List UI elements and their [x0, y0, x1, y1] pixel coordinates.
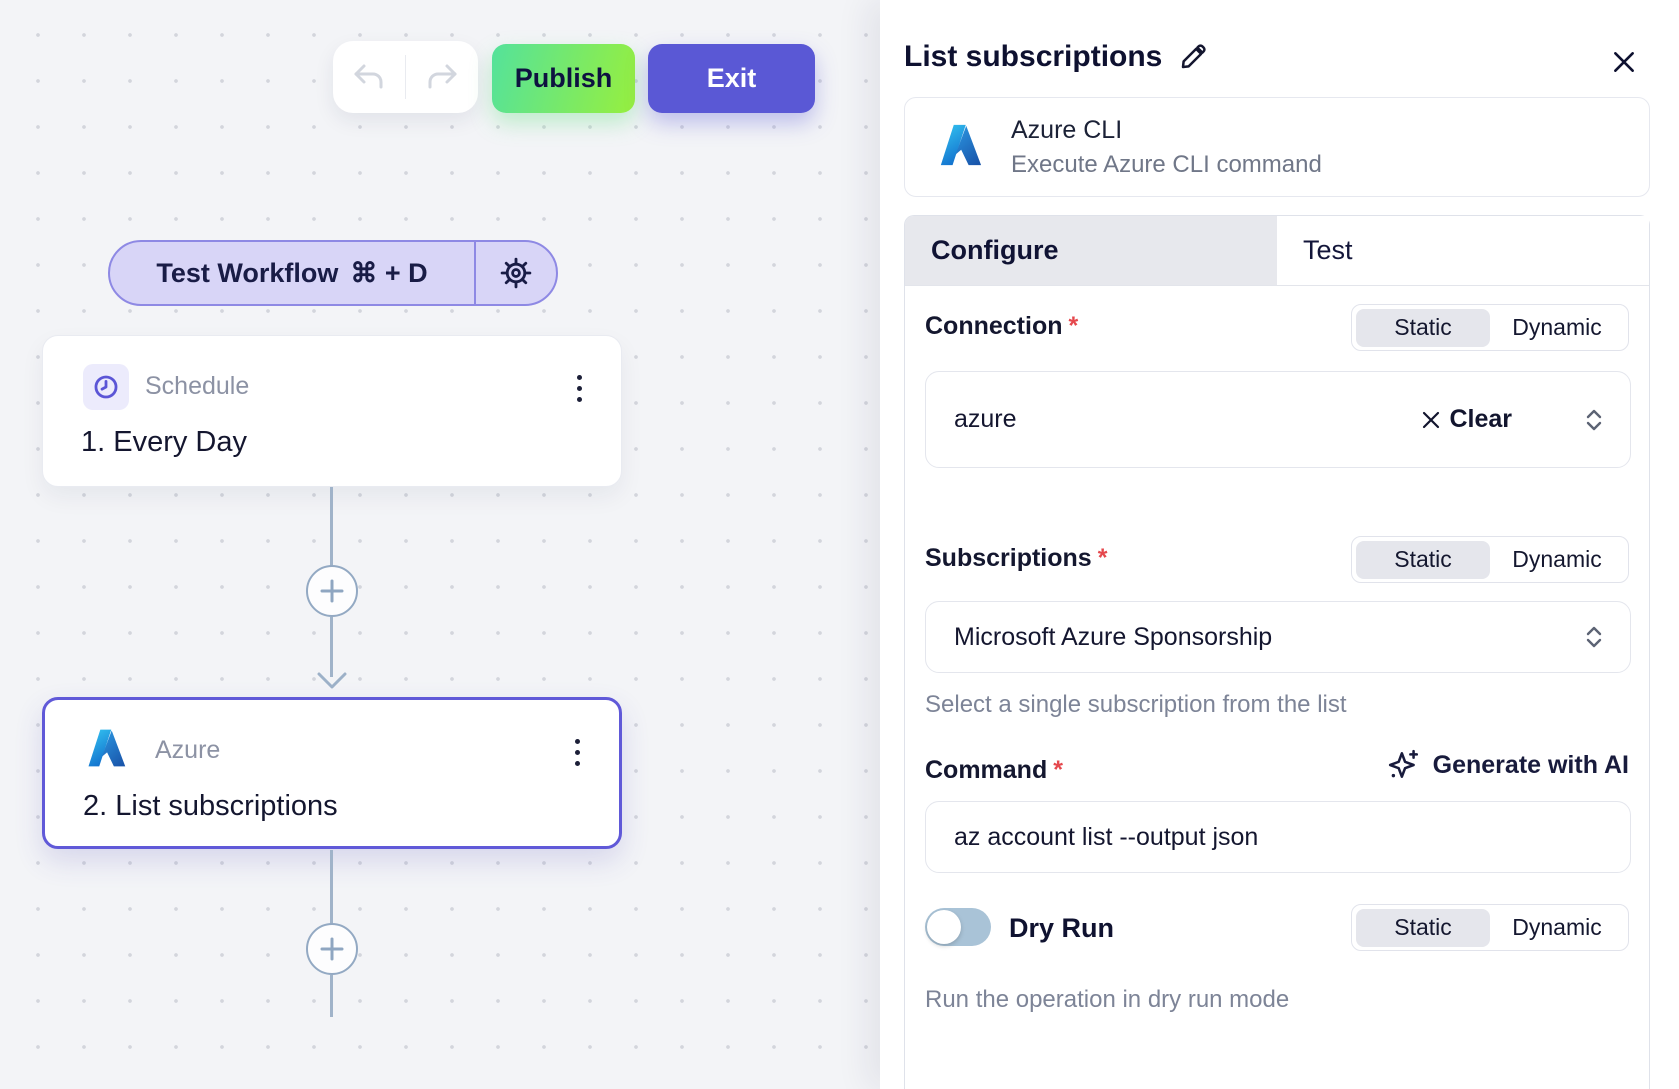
arrow-down-icon — [317, 672, 347, 689]
tab-configure[interactable]: Configure — [905, 216, 1277, 285]
app-name: Azure CLI — [1011, 115, 1123, 144]
undo-redo-group — [333, 41, 478, 113]
toolbar-divider — [405, 55, 406, 99]
publish-button[interactable]: Publish — [492, 44, 635, 113]
azure-logo — [83, 726, 131, 770]
chevron-up-down-icon — [1586, 626, 1602, 648]
node-app-name: Schedule — [145, 372, 250, 400]
app-card: Azure CLI Execute Azure CLI command — [904, 97, 1650, 197]
ai-sparkle-icon — [1388, 749, 1418, 778]
add-step-button[interactable] — [306, 923, 358, 975]
plus-icon — [320, 937, 344, 961]
test-workflow-pill: Test Workflow ⌘ + D — [108, 240, 558, 306]
command-value: az account list --output json — [954, 822, 1259, 851]
toggle-knob — [927, 910, 961, 944]
clear-connection-button[interactable]: Clear — [1421, 405, 1512, 434]
step-settings-panel: List subscriptions — [880, 0, 1679, 1089]
tab-test[interactable]: Test — [1277, 216, 1649, 285]
undo-button[interactable] — [333, 41, 405, 113]
connection-mode-toggle: Static Dynamic — [1351, 304, 1629, 351]
connection-value: azure — [954, 405, 1017, 433]
chevron-up-down-icon — [1586, 409, 1602, 430]
exit-button[interactable]: Exit — [648, 44, 815, 113]
node-title: 2. List subscriptions — [83, 790, 338, 822]
close-panel-button[interactable] — [1610, 48, 1638, 76]
connection-label: Connection* — [925, 312, 1079, 340]
close-icon — [1614, 52, 1634, 72]
test-workflow-button[interactable]: Test Workflow ⌘ + D — [110, 242, 474, 304]
connector-line — [330, 617, 333, 677]
connector-line — [330, 975, 333, 1017]
command-label: Command* — [925, 756, 1063, 784]
subscriptions-label: Subscriptions* — [925, 544, 1108, 572]
required-marker: * — [1068, 312, 1079, 340]
command-input[interactable]: az account list --output json — [925, 801, 1631, 873]
pencil-icon — [1182, 44, 1207, 69]
gear-icon — [500, 257, 532, 289]
subscriptions-helper: Select a single subscription from the li… — [925, 691, 1347, 718]
generate-with-ai-button[interactable]: Generate with AI — [1387, 748, 1629, 782]
redo-icon — [428, 64, 457, 89]
dry-run-label: Dry Run — [1009, 913, 1115, 943]
undo-icon — [354, 64, 383, 89]
node-menu-button[interactable] — [565, 730, 589, 774]
dry-run-mode-toggle: Static Dynamic — [1351, 904, 1629, 951]
pill-divider — [474, 242, 476, 304]
required-marker: * — [1053, 756, 1063, 784]
plus-icon — [320, 579, 344, 603]
add-step-button[interactable] — [306, 565, 358, 617]
configure-form: Configure Test Connection* Static Dynami… — [904, 215, 1650, 1089]
subscriptions-value: Microsoft Azure Sponsorship — [954, 622, 1273, 651]
connector-line — [330, 850, 333, 926]
dynamic-option[interactable]: Dynamic — [1512, 914, 1602, 940]
subscriptions-mode-toggle: Static Dynamic — [1351, 536, 1629, 583]
connector-line — [330, 487, 333, 567]
schedule-icon-tile — [83, 364, 129, 410]
panel-title: List subscriptions — [904, 40, 1163, 73]
test-workflow-shortcut: ⌘ + D — [350, 257, 428, 288]
static-option[interactable]: Static — [1356, 540, 1490, 579]
rename-step-button[interactable] — [1178, 42, 1208, 72]
dry-run-helper: Run the operation in dry run mode — [925, 986, 1290, 1013]
node-app-name: Azure — [155, 736, 221, 764]
static-option[interactable]: Static — [1356, 908, 1490, 947]
required-marker: * — [1097, 544, 1108, 572]
dynamic-option[interactable]: Dynamic — [1512, 546, 1602, 572]
workflow-settings-button[interactable] — [476, 242, 556, 304]
clock-icon — [94, 375, 118, 399]
static-option[interactable]: Static — [1356, 308, 1490, 347]
redo-button[interactable] — [406, 41, 478, 113]
clear-x-icon — [1423, 411, 1440, 428]
azure-logo — [935, 122, 985, 173]
node-menu-button[interactable] — [567, 366, 591, 410]
node-azure-selected[interactable]: Azure 2. List subscriptions — [42, 697, 622, 849]
node-schedule[interactable]: Schedule 1. Every Day — [42, 335, 622, 487]
dynamic-option[interactable]: Dynamic — [1512, 314, 1602, 340]
node-title: 1. Every Day — [81, 426, 247, 458]
subscriptions-select[interactable]: Microsoft Azure Sponsorship — [925, 601, 1631, 673]
app-description: Execute Azure CLI command — [1011, 150, 1322, 178]
test-workflow-label: Test Workflow — [156, 257, 339, 288]
workflow-canvas[interactable]: Publish Exit Test Workflow ⌘ + D — [0, 0, 880, 1089]
connection-select[interactable]: azure Clear — [925, 371, 1631, 468]
dry-run-toggle[interactable] — [925, 908, 991, 946]
